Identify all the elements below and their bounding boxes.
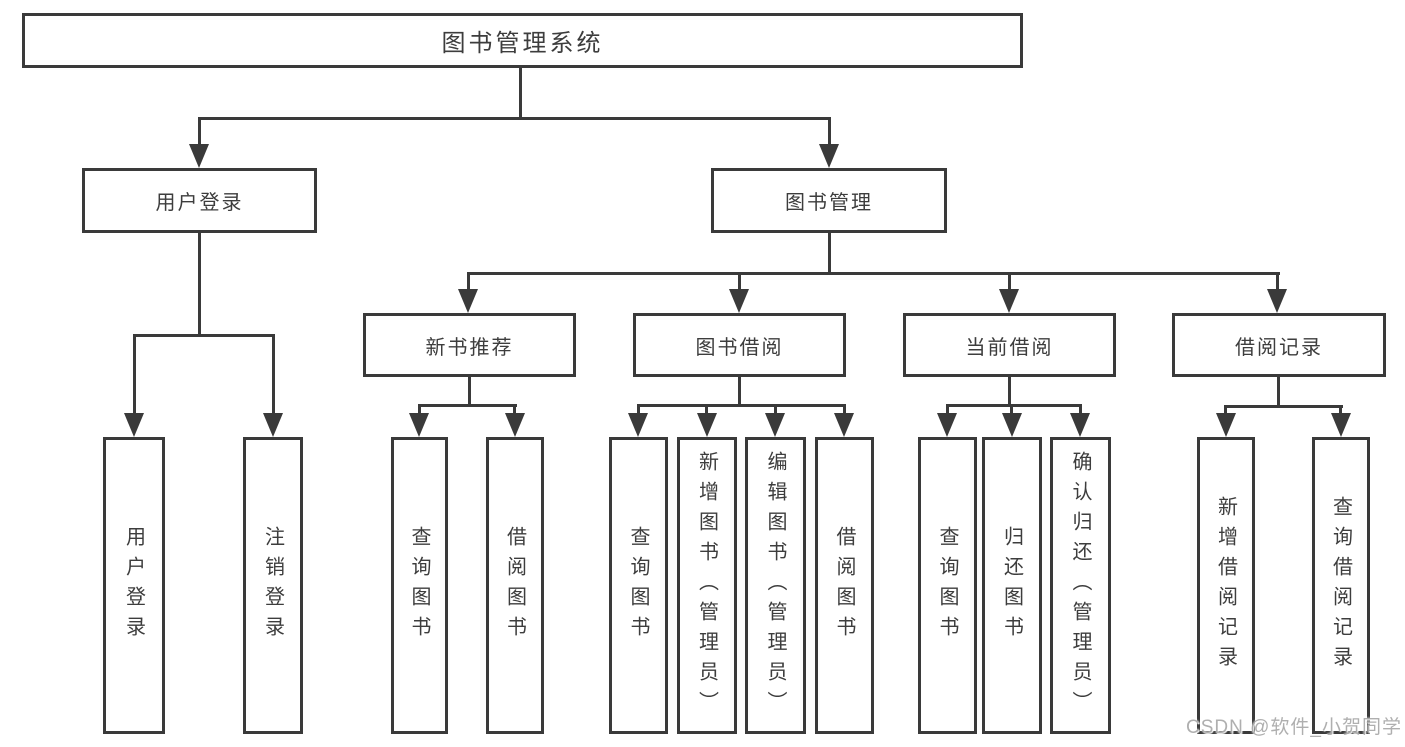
connector-bb-add-drop [705,404,708,418]
connector-borrow-record-drop [1276,272,1279,292]
connector-current-borrow-drop [1008,272,1011,292]
arrowhead-cb-return [1002,413,1022,437]
arrowhead-user-login [189,144,209,168]
node-user-login-leaf: 用户登录 [103,437,165,734]
connector-nb-borrow-drop [513,404,516,418]
arrowhead-new-book [458,289,478,313]
node-borrowing-records: 借阅记录 [1172,313,1386,377]
arrowhead-bb-query [628,413,648,437]
connector-borrow-record-stem [1277,377,1280,408]
connector-nb-query-drop [418,404,421,418]
node-query-books-borrowing: 查询图书 [609,437,668,734]
connector-new-book-drop [467,272,470,292]
node-user-login: 用户登录 [82,168,317,233]
arrowhead-current-borrow [999,289,1019,313]
connector-cb-return-drop [1010,404,1013,418]
node-query-books-current: 查询图书 [918,437,977,734]
arrowhead-bb-borrow [834,413,854,437]
connector-bb-query-drop [637,404,640,418]
connector-br-add-drop [1224,405,1227,418]
connector-br-query-drop [1339,405,1342,418]
node-library-system: 图书管理系统 [22,13,1023,68]
arrowhead-cb-confirm [1070,413,1090,437]
connector-cb-query-drop [946,404,949,418]
connector-new-book-stem [468,377,471,407]
connector-book-mgmt-drop [828,117,831,150]
csdn-watermark: CSDN @软件_小贺同学 [1186,717,1402,738]
connector-user-login-stem [198,233,201,337]
node-add-borrow-record: 新增借阅记录 [1197,437,1255,734]
connector-root-stem [519,68,522,119]
node-add-book-admin: 新增图书（管理员） [677,437,737,734]
node-borrow-books-recommend: 借阅图书 [486,437,544,734]
connector-user-login-drop [198,117,201,150]
arrowhead-logout [263,413,283,437]
node-logout-leaf: 注销登录 [243,437,303,734]
connector-user-login-branch [133,334,275,337]
connector-new-book-branch [418,404,517,407]
connector-book-borrow-drop [738,272,741,292]
arrowhead-br-add [1216,413,1236,437]
node-query-books-recommend: 查询图书 [391,437,448,734]
arrowhead-nb-borrow [505,413,525,437]
connector-bb-borrow-drop [843,404,846,418]
node-return-books: 归还图书 [982,437,1042,734]
node-book-borrowing: 图书借阅 [633,313,846,377]
node-current-borrowing: 当前借阅 [903,313,1116,377]
node-book-management: 图书管理 [711,168,947,233]
node-edit-book-admin: 编辑图书（管理员） [745,437,806,734]
node-borrow-books-borrowing: 借阅图书 [815,437,874,734]
connector-login-drop [133,334,136,420]
connector-root-branch [198,117,831,120]
arrowhead-nb-query [409,413,429,437]
arrowhead-book-borrow [729,289,749,313]
connector-current-borrow-stem [1008,377,1011,407]
connector-bb-edit-drop [774,404,777,418]
arrowhead-bb-add [697,413,717,437]
arrowhead-cb-query [937,413,957,437]
connector-book-mgmt-stem [828,233,831,275]
arrowhead-bb-edit [765,413,785,437]
connector-cb-confirm-drop [1079,404,1082,418]
connector-book-borrow-stem [738,377,741,407]
connector-borrow-record-branch [1224,405,1343,408]
connector-current-borrow-branch [946,404,1082,407]
connector-logout-drop [272,334,275,420]
arrowhead-login [124,413,144,437]
connector-book-borrow-branch [637,404,846,407]
node-confirm-return-admin: 确认归还（管理员） [1050,437,1111,734]
node-query-borrow-record: 查询借阅记录 [1312,437,1370,734]
arrowhead-book-mgmt [819,144,839,168]
arrowhead-borrow-record [1267,289,1287,313]
connector-book-mgmt-branch [467,272,1280,275]
arrowhead-br-query [1331,413,1351,437]
node-new-book-recommend: 新书推荐 [363,313,576,377]
